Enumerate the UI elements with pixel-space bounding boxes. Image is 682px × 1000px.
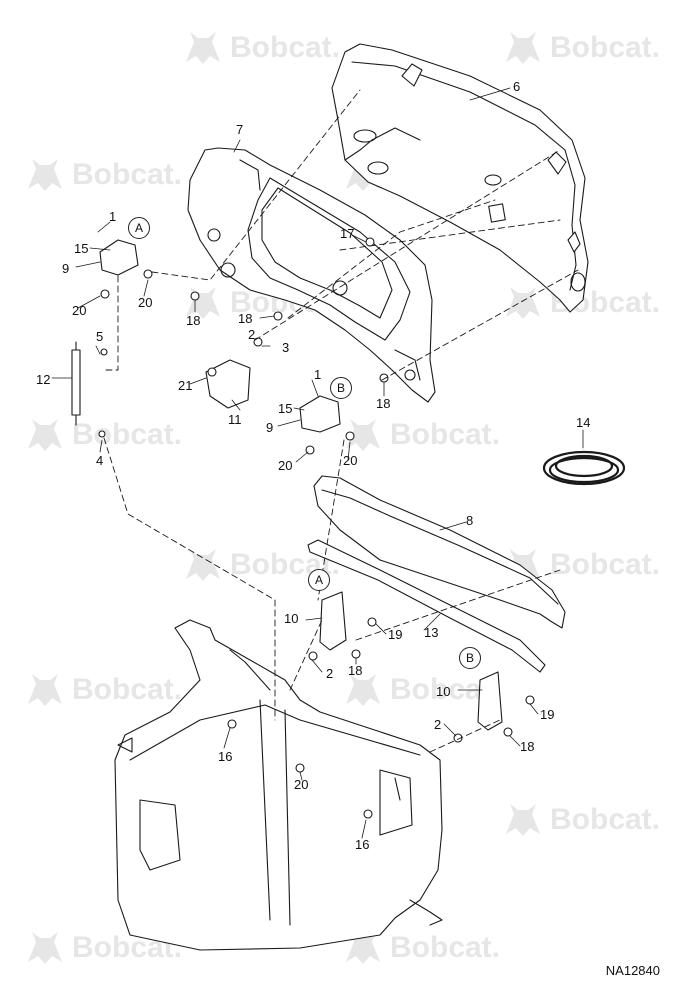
- callout-label: 8: [466, 513, 474, 528]
- inner-frame: [187, 147, 436, 403]
- bobcat-logo-icon: [346, 674, 380, 706]
- callout-label: 1: [109, 209, 117, 224]
- callout-label: 7: [236, 122, 244, 137]
- callout-label: 20: [343, 453, 358, 468]
- watermark: Bobcat.: [22, 155, 182, 195]
- reference-lines: [103, 89, 579, 753]
- coiled-seal: [542, 450, 626, 486]
- callout-label: 19: [540, 707, 555, 722]
- callout-label: 20: [72, 303, 87, 318]
- watermark: Bobcat.: [500, 28, 660, 68]
- watermark: Bobcat.: [500, 545, 660, 585]
- fasteners: [98, 237, 535, 819]
- callout-label: 9: [266, 420, 274, 435]
- callout-label: 16: [355, 837, 370, 852]
- callout-label: 5: [96, 329, 104, 344]
- callout-label: 12: [36, 372, 51, 387]
- callout-label: 3: [282, 340, 290, 355]
- bobcat-logo-icon: [186, 549, 220, 581]
- hinge-bracket: [319, 591, 503, 731]
- bobcat-logo-icon: [28, 419, 62, 451]
- view-marker-b: B: [459, 647, 481, 669]
- watermark: Bobcat.: [180, 28, 340, 68]
- callout-label: 15: [74, 241, 89, 256]
- callout-label: 2: [434, 717, 442, 732]
- watermark: Bobcat.: [500, 800, 660, 840]
- callout-label: 18: [186, 313, 201, 328]
- view-marker-b: B: [330, 377, 352, 399]
- drawing-number: NA12840: [605, 963, 660, 978]
- callout-label: 20: [278, 458, 293, 473]
- view-marker-a: A: [128, 217, 150, 239]
- watermark: Bobcat.: [340, 415, 500, 455]
- callout-label: 10: [436, 684, 451, 699]
- bobcat-logo-icon: [346, 419, 380, 451]
- callout-label: 18: [520, 739, 535, 754]
- callout-label: 2: [248, 327, 256, 342]
- small-hardware: [71, 239, 341, 433]
- callout-label: 14: [576, 415, 591, 430]
- callout-label: 6: [513, 79, 521, 94]
- bobcat-logo-icon: [28, 674, 62, 706]
- bobcat-logo-icon: [346, 932, 380, 964]
- seal-strip: [307, 539, 546, 673]
- callout-label: 21: [178, 378, 193, 393]
- callout-label: 18: [238, 311, 253, 326]
- callout-label: 1: [314, 367, 322, 382]
- callout-label: 20: [294, 777, 309, 792]
- callout-label: 18: [376, 396, 391, 411]
- callout-label: 17: [340, 226, 355, 241]
- rear-panel: [331, 43, 589, 313]
- callout-label: 10: [284, 611, 299, 626]
- bobcat-logo-icon: [28, 159, 62, 191]
- callout-label: 4: [96, 453, 104, 468]
- view-marker-a: A: [308, 569, 330, 591]
- watermark: Bobcat.: [340, 928, 500, 968]
- bobcat-logo-icon: [506, 287, 540, 319]
- callout-label: 15: [278, 401, 293, 416]
- callout-label: 16: [218, 749, 233, 764]
- callout-label: 20: [138, 295, 153, 310]
- bobcat-logo-icon: [28, 932, 62, 964]
- bobcat-logo-icon: [186, 32, 220, 64]
- callout-label: 13: [424, 625, 439, 640]
- callout-label: 11: [228, 412, 242, 427]
- bobcat-logo-icon: [506, 804, 540, 836]
- callout-label: 2: [326, 666, 334, 681]
- leader-lines: [51, 87, 584, 839]
- callout-label: 18: [348, 663, 363, 678]
- chassis-frame: [114, 619, 443, 951]
- watermark: Bobcat.: [22, 670, 182, 710]
- bobcat-logo-icon: [506, 32, 540, 64]
- watermark: Bobcat.: [22, 415, 182, 455]
- callout-label: 19: [388, 627, 403, 642]
- callout-label: 9: [62, 261, 70, 276]
